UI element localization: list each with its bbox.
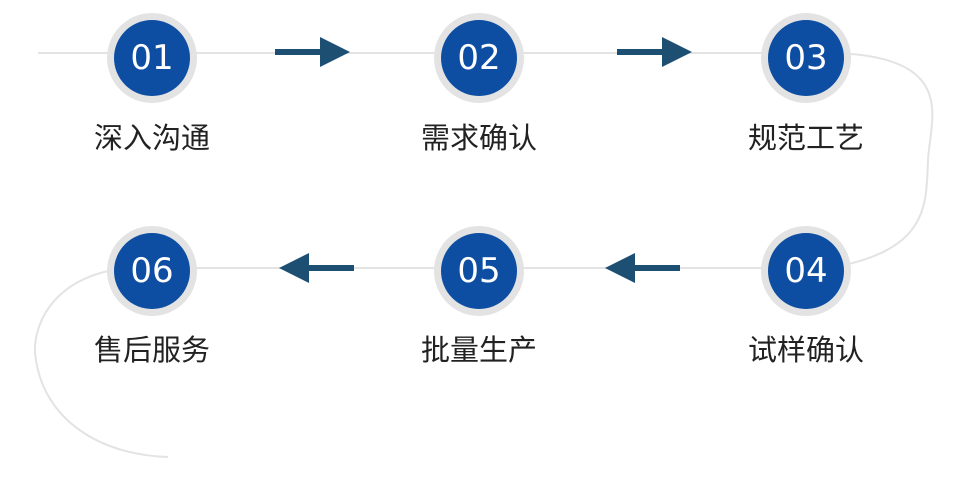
step-circle: 01 (114, 20, 190, 96)
step-label: 规范工艺 (747, 121, 864, 155)
step-node-01: 01 (107, 13, 197, 103)
step-label: 批量生产 (420, 333, 537, 367)
step-node-06: 06 (107, 226, 197, 316)
step-number: 01 (130, 38, 174, 78)
step-circle: 05 (441, 233, 517, 309)
step-node-03: 03 (761, 13, 851, 103)
left-curve (34, 267, 169, 458)
step-number: 05 (457, 251, 501, 291)
step-number: 03 (784, 38, 828, 78)
right-curve (829, 52, 934, 269)
step-number: 04 (784, 251, 828, 291)
step-circle: 06 (114, 233, 190, 309)
step-node-02: 02 (434, 13, 524, 103)
step-label: 试样确认 (747, 333, 864, 367)
step-node-04: 04 (761, 226, 851, 316)
step-label: 深入沟通 (93, 121, 210, 155)
step-circle: 03 (768, 20, 844, 96)
step-number: 06 (130, 251, 174, 291)
step-label: 需求确认 (420, 121, 537, 155)
step-number: 02 (457, 38, 501, 78)
step-label: 售后服务 (93, 333, 210, 367)
step-circle: 04 (768, 233, 844, 309)
step-node-05: 05 (434, 226, 524, 316)
step-circle: 02 (441, 20, 517, 96)
